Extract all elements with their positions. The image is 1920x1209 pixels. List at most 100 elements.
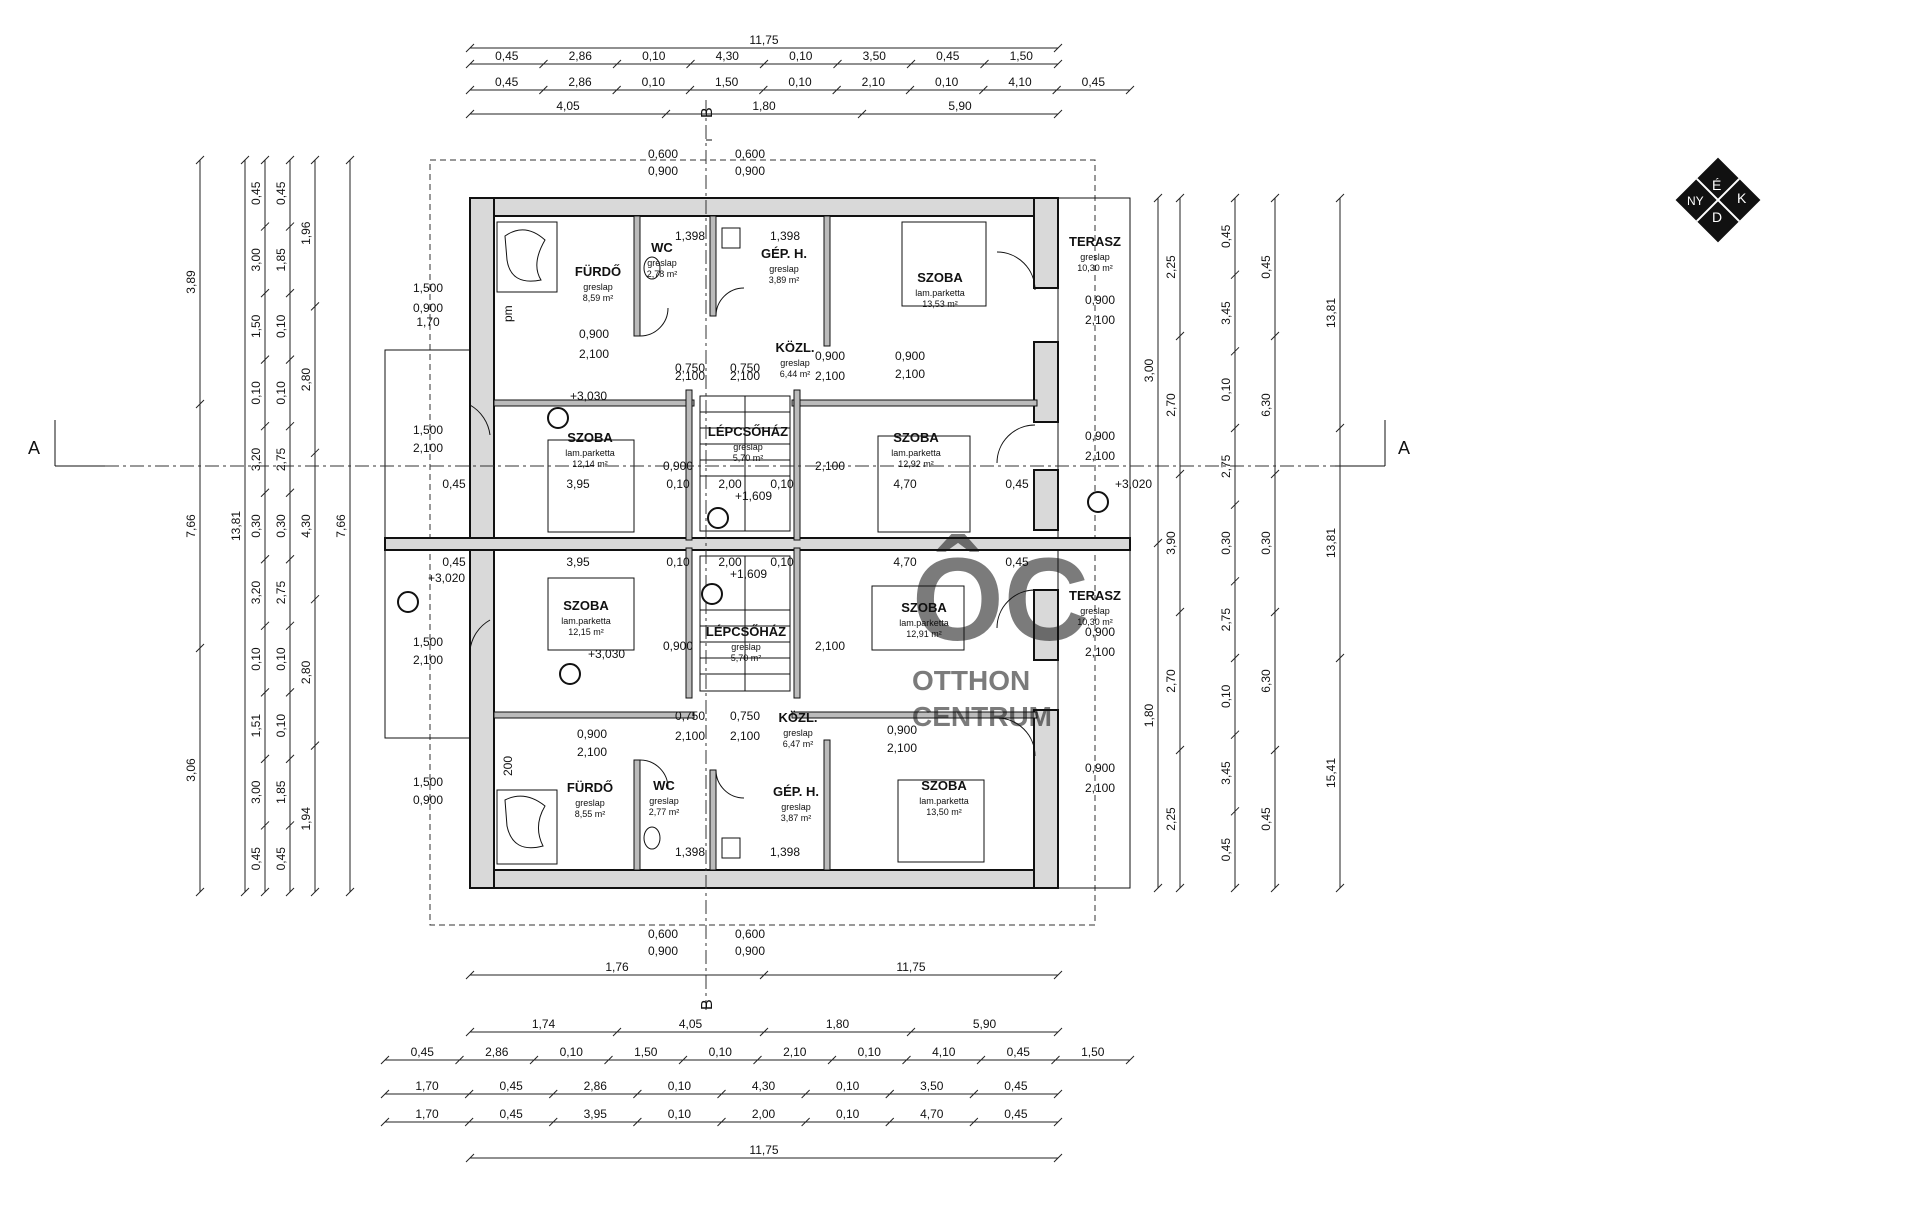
dim-label: 3,06 xyxy=(184,758,198,782)
dim-label: 1,80 xyxy=(1142,703,1156,727)
beds xyxy=(547,221,987,863)
dim-label: 0,10 xyxy=(274,714,288,738)
svg-text:ÔC: ÔC xyxy=(912,533,1089,666)
opening-label: 2,100 xyxy=(413,653,443,667)
opening-label: 2,100 xyxy=(1085,645,1115,659)
dim-label: 2,10 xyxy=(862,75,886,89)
opening-label: 0,900 xyxy=(887,723,917,737)
opening-label: 2,100 xyxy=(730,729,760,743)
opening-label: 0,900 xyxy=(663,639,693,653)
dim-label: 2,86 xyxy=(584,1079,608,1093)
svg-text:CENTRUM: CENTRUM xyxy=(912,701,1052,732)
dim-label: 11,75 xyxy=(896,960,925,974)
dim-label: 3,50 xyxy=(920,1079,944,1093)
dim-label: 2,00 xyxy=(752,1107,776,1121)
room-area-wc-top: 2,78 m² xyxy=(647,269,678,279)
dim-label: 3,00 xyxy=(249,248,263,272)
svg-text:É: É xyxy=(1712,177,1721,193)
opening-label: 2,100 xyxy=(815,459,845,473)
opening-label: 2,100 xyxy=(579,347,609,361)
dim-label: 6,30 xyxy=(1259,393,1273,417)
dim-label: 0,45 xyxy=(249,847,263,871)
section-a-right: A xyxy=(1398,438,1410,458)
room-finish-szoba-r2: lam.parketta xyxy=(899,618,949,628)
room-name-wc-bot: WC xyxy=(653,778,675,793)
compass-letters: É K D NY xyxy=(1687,177,1747,225)
dim-label: 7,66 xyxy=(184,514,198,538)
dim-label: 3,89 xyxy=(184,270,198,294)
terrace-frame-top xyxy=(1057,197,1131,539)
room-name-wc-top: WC xyxy=(651,240,673,255)
opening-label: 4,70 xyxy=(893,555,917,569)
dim-label: 3,45 xyxy=(1219,301,1233,325)
dim-label: 0,45 xyxy=(1259,807,1273,831)
dim-label: 15,41 xyxy=(1324,758,1338,788)
opening-label: 0,750 xyxy=(730,361,760,375)
opening-label: 0,750 xyxy=(730,709,760,723)
opening-label: 0,45 xyxy=(1005,477,1029,491)
opening-label: 2,100 xyxy=(577,745,607,759)
dim-label: 0,45 xyxy=(1004,1079,1028,1093)
pm-label: pm xyxy=(501,305,515,322)
section-b-top: B xyxy=(699,107,716,118)
opening-label: 0,900 xyxy=(1085,429,1115,443)
room-finish-szoba-l2: lam.parketta xyxy=(561,616,611,626)
otthon-centrum-watermark: ÔC OTTHON CENTRUM xyxy=(912,533,1089,732)
dim-label: 2,25 xyxy=(1164,807,1178,831)
room-finish-terasz-top: greslap xyxy=(1080,252,1110,262)
opening-label: 2,100 xyxy=(675,729,705,743)
dim-label: 1,76 xyxy=(605,960,629,974)
room-name-furdo-bot: FÜRDŐ xyxy=(567,780,613,795)
stairs-bottom xyxy=(699,555,791,692)
dim-label: 2,75 xyxy=(1219,454,1233,478)
opening-label: 0,900 xyxy=(895,349,925,363)
opening-label: 0,600 xyxy=(735,147,765,161)
dim-label: 3,45 xyxy=(1219,761,1233,785)
dim-label: 0,10 xyxy=(668,1079,692,1093)
room-name-lepcso-top: LÉPCSŐHÁZ xyxy=(708,424,788,439)
opening-label: 2,100 xyxy=(413,441,443,455)
dim-label: 1,85 xyxy=(274,248,288,272)
dim-label: 0,10 xyxy=(642,75,666,89)
dim-label: 0,10 xyxy=(642,49,666,63)
opening-label: 1,500 xyxy=(413,423,443,437)
room-name-kozl-bot: KÖZL. xyxy=(779,710,818,725)
dim-label: 2,75 xyxy=(274,581,288,605)
dim-label: 2,10 xyxy=(783,1045,807,1059)
opening-label: 0,45 xyxy=(442,477,466,491)
dim-label: 0,45 xyxy=(274,181,288,205)
room-name-szoba-br: SZOBA xyxy=(921,778,967,793)
room-area-geph-bot: 3,87 m² xyxy=(781,813,812,823)
room-area-kozl-bot: 6,47 m² xyxy=(783,739,814,749)
room-area-furdo-bot: 8,55 m² xyxy=(575,809,606,819)
opening-label: 1,398 xyxy=(675,229,705,243)
dim-label: 2,70 xyxy=(1164,669,1178,693)
opening-label: 0,900 xyxy=(1085,625,1115,639)
dim-label: 1,51 xyxy=(249,714,263,738)
room-finish-geph-bot: greslap xyxy=(781,802,811,812)
dim-label: 0,10 xyxy=(249,381,263,405)
opening-label: 1,500 xyxy=(413,635,443,649)
dim-label: 13,81 xyxy=(1324,528,1338,558)
svg-text:+3,030: +3,030 xyxy=(570,389,607,403)
balcony-frame-bottom xyxy=(384,549,471,739)
opening-label: 0,10 xyxy=(770,477,794,491)
room-name-szoba-r1: SZOBA xyxy=(893,430,939,445)
opening-label: 2,100 xyxy=(815,369,845,383)
dim-label: 1,50 xyxy=(634,1045,658,1059)
dim-label: 2,86 xyxy=(569,49,593,63)
dim-label: 3,90 xyxy=(1164,531,1178,555)
dim-label: 0,10 xyxy=(836,1079,860,1093)
dim-label: 0,10 xyxy=(668,1107,692,1121)
room-name-szoba-r2: SZOBA xyxy=(901,600,947,615)
opening-label: 0,750 xyxy=(675,709,705,723)
door-swings xyxy=(469,251,1036,799)
dim-label: 4,10 xyxy=(932,1045,956,1059)
svg-text:K: K xyxy=(1737,190,1747,206)
room-finish-szoba-br: lam.parketta xyxy=(919,796,969,806)
opening-label: 1,398 xyxy=(770,845,800,859)
room-area-furdo-top: 8,59 m² xyxy=(583,293,614,303)
room-area-szoba-br: 13,50 m² xyxy=(926,807,962,817)
